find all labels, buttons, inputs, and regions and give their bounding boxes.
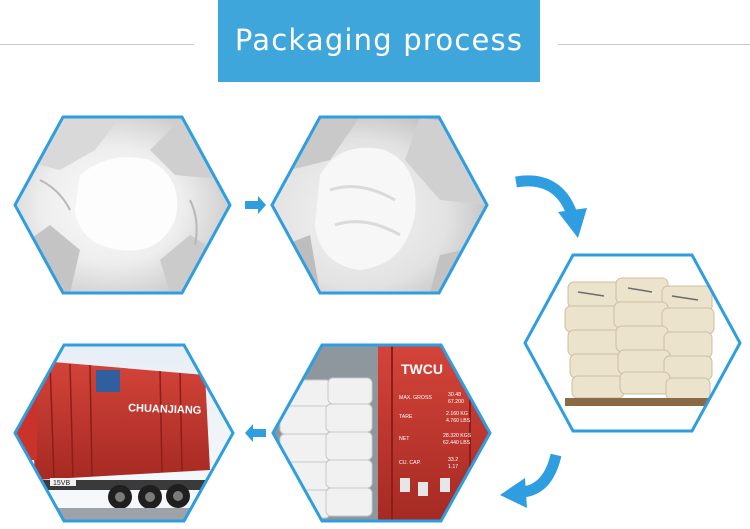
- step-4-hexagon: TWCU MAX. GROSS 30.48 67.200 TARE 2.160 …: [271, 343, 492, 523]
- curved-arrow-left-icon: [500, 453, 562, 508]
- truck-plate: 15VB: [53, 480, 70, 487]
- header-divider-right: [558, 44, 750, 45]
- arrow-right-icon: [245, 196, 266, 214]
- step-1-hexagon: [13, 115, 232, 295]
- step-5-hexagon: CHUANJIANG 15VB: [13, 343, 235, 523]
- container-line-4-value-b: 1.17: [448, 464, 458, 470]
- step-3-hexagon: [523, 253, 742, 433]
- container-line-2-label: TARE: [399, 414, 413, 420]
- container-line-2-value-b: 4.760 LBS: [446, 418, 471, 424]
- title-banner: Packaging process: [218, 0, 540, 82]
- arrow-left-icon: [245, 424, 266, 442]
- step-2-hexagon: [270, 115, 489, 295]
- container-line-3-value-b: 62.440 LBS: [443, 440, 471, 446]
- curved-arrow-down-icon: [515, 175, 587, 238]
- container-line-2-value: 2.160 KG: [446, 411, 468, 417]
- container-line-3-label: NET: [399, 436, 410, 442]
- page-title: Packaging process: [234, 23, 524, 57]
- container-line-1-value-b: 67.200: [448, 399, 464, 405]
- header-divider-left: [0, 44, 194, 45]
- container-line-3-value: 28.320 KGS: [443, 433, 472, 439]
- truck-brand: CHUANJIANG: [128, 402, 202, 417]
- container-line-4-label: CU. CAP.: [399, 460, 421, 466]
- container-prefix: TWCU: [401, 361, 443, 377]
- container-line-1-value: 30.48: [448, 392, 461, 398]
- container-line-4-value: 33.2: [448, 457, 458, 463]
- container-line-1-label: MAX. GROSS: [399, 395, 432, 401]
